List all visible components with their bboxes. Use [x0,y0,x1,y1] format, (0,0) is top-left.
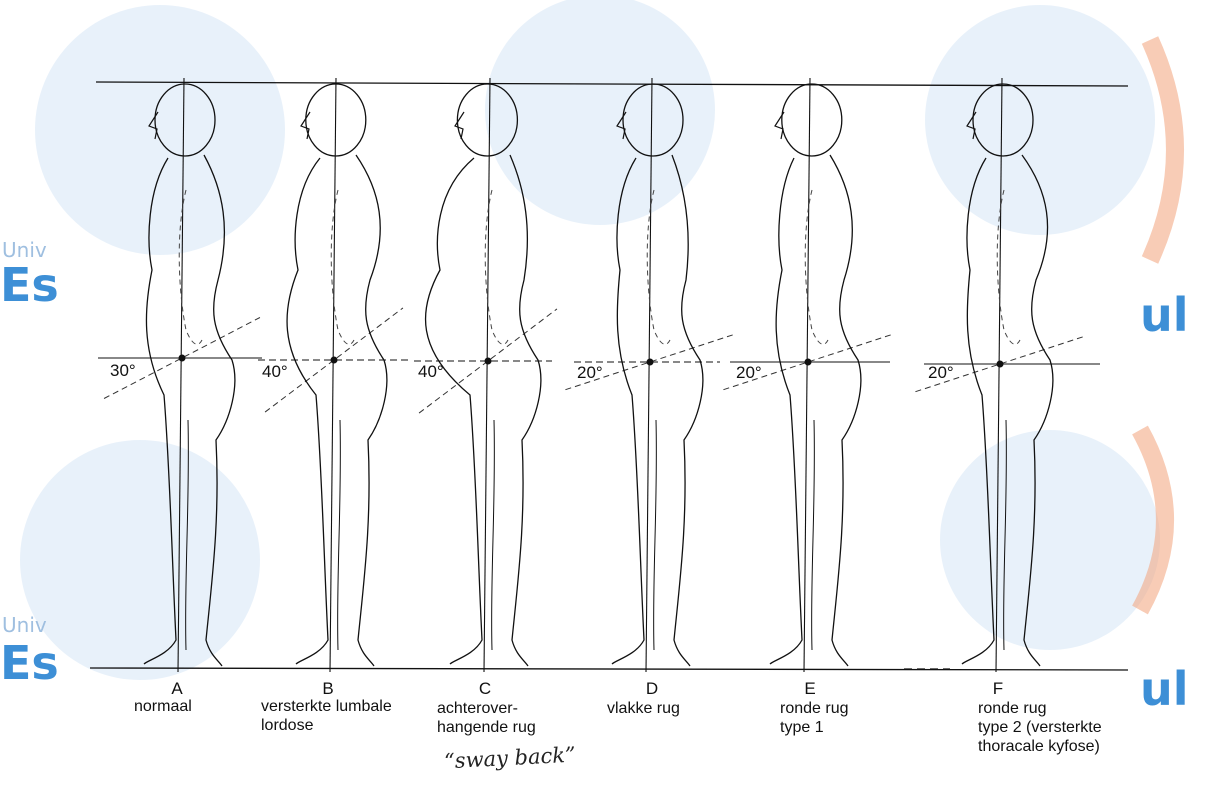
hip-joint-dot-c [485,358,492,365]
angle-label-a: 30° [110,362,136,379]
body-back-outline-c [510,155,541,666]
figure-caption-f: ronde rug type 2 (versterkte thoracale k… [978,699,1102,756]
figure-letter-a: A [157,680,197,697]
head-outline-d [623,84,683,156]
angle-label-d: 20° [577,364,603,381]
body-front-outline-d [612,158,644,664]
body-back-outline-f [1022,155,1053,666]
inner-leg-line-e [812,420,815,650]
figure-caption-a: normaal [134,697,192,716]
head-outline-c [457,84,517,156]
angle-label-b: 40° [262,363,288,380]
inner-leg-line-c [492,420,495,650]
hip-joint-dot-e [805,359,812,366]
top-reference-line [96,82,1128,86]
body-back-outline-a [204,155,235,666]
plumb-line-e [804,78,810,672]
figure-caption-e: ronde rug type 1 [780,699,849,737]
hip-joint-dot-d [647,359,654,366]
body-back-outline-d [672,155,703,666]
plumb-line-d [646,78,652,672]
body-front-outline-e [770,158,802,664]
hip-joint-dot-a [179,355,186,362]
hip-joint-dot-f [997,361,1004,368]
figure-letter-b: B [308,680,348,697]
figure-letter-e: E [790,680,830,697]
hip-joint-dot-b [331,357,338,364]
angle-label-c: 40° [418,363,444,380]
inner-leg-line-b [338,420,341,650]
head-outline-a [155,84,215,156]
plumb-line-c [484,78,490,672]
body-front-outline-b [287,158,328,664]
head-outline-f [973,84,1033,156]
plumb-line-f [996,78,1002,672]
angle-label-e: 20° [736,364,762,381]
figure-letter-c: C [465,680,505,697]
floor-line [90,668,1128,670]
inner-leg-line-a [186,420,189,650]
face-profile-a [149,112,158,139]
face-profile-d [617,112,626,139]
body-back-outline-b [356,155,387,666]
angle-label-f: 20° [928,364,954,381]
face-profile-f [967,112,976,139]
body-front-outline-f [962,158,994,664]
body-front-outline-a [144,158,176,664]
figure-letter-f: F [978,680,1018,697]
figure-letter-d: D [632,680,672,697]
inner-leg-line-f [1004,420,1007,650]
figure-caption-d: vlakke rug [607,699,680,718]
plumb-line-b [330,78,336,672]
figure-caption-c: achterover- hangende rug [437,699,536,737]
body-front-outline-c [426,158,482,664]
plumb-line-a [178,78,184,672]
head-outline-e [782,84,842,156]
body-back-outline-e [830,155,861,666]
inner-leg-line-d [654,420,657,650]
figure-caption-b: versterkte lumbale lordose [261,697,392,735]
